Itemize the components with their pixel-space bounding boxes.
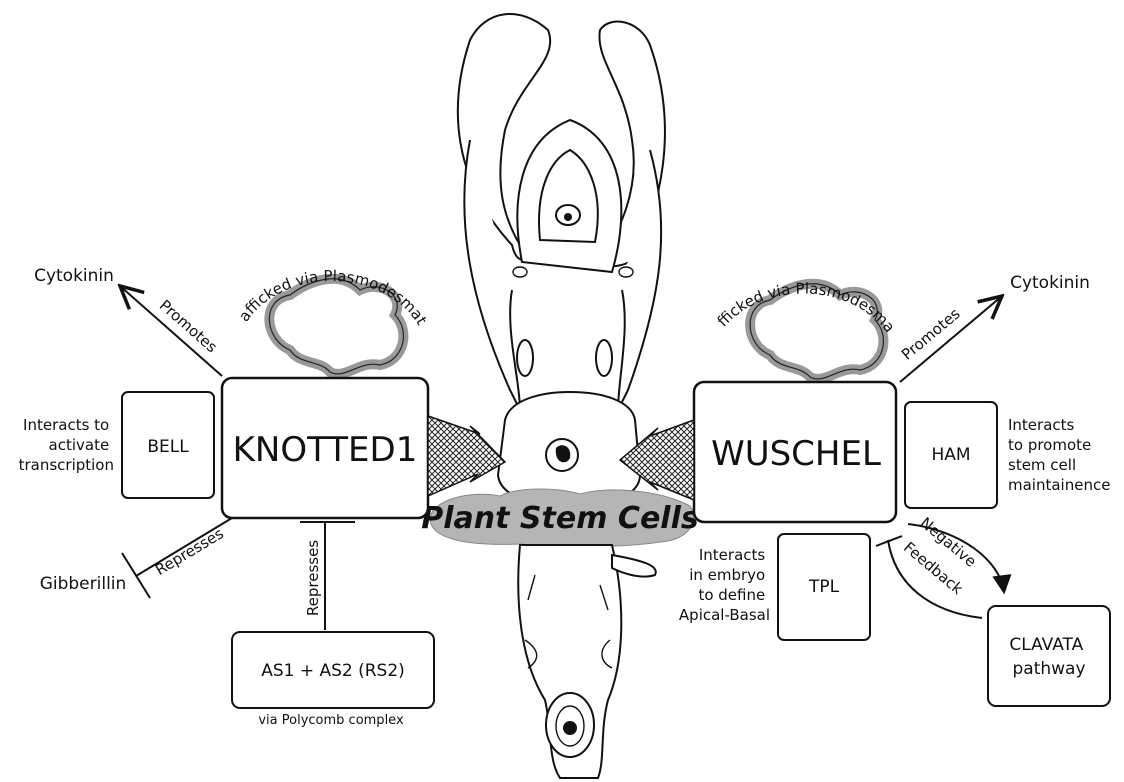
ham-note-line: to promote [1008, 436, 1091, 454]
as1-as2-label: AS1 + AS2 (RS2) [261, 661, 405, 681]
bell-note-line: transcription [19, 456, 114, 474]
plant-shoot-illustration [430, 14, 694, 778]
tpl-note-line: Apical-Basal [679, 606, 770, 624]
knotted1-label: KNOTTED1 [233, 430, 418, 470]
polycomb-note: via Polycomb complex [258, 713, 404, 728]
clavata-label-line: CLAVATA [1009, 635, 1083, 655]
clavata-box [988, 606, 1110, 706]
cytokinin-label-left: Cytokinin [34, 266, 114, 286]
tpl-note-line: in embryo [689, 566, 765, 584]
tpl-label: TPL [808, 577, 840, 597]
bell-label: BELL [147, 437, 189, 457]
ham-note-line: Interacts [1008, 416, 1075, 434]
diagram-title: Plant Stem Cells [421, 501, 698, 536]
trafficked-label-right: Trafficked via Plasmodesmata [0, 0, 899, 336]
tpl-note-line: to define [698, 586, 765, 604]
bell-note-line: Interacts to [23, 416, 109, 434]
hatched-arrow-left [428, 416, 505, 496]
wuschel-label: WUSCHEL [711, 434, 881, 474]
tpl-note: Interacts in embryo to define Apical-Bas… [679, 546, 770, 624]
bell-note-line: activate [49, 436, 110, 454]
gibberillin-label: Gibberillin [40, 574, 127, 594]
ham-note: Interacts to promote stem cell maintaine… [1008, 416, 1110, 494]
tpl-note-line: Interacts [699, 546, 766, 564]
ham-note-line: stem cell [1008, 456, 1076, 474]
clavata-label-line: pathway [1012, 659, 1085, 679]
represses-label-gibberillin: Represses [152, 524, 227, 579]
bell-note: Interacts to activate transcription [19, 416, 114, 474]
ham-note-line: maintainence [1008, 476, 1110, 494]
cytokinin-label-right: Cytokinin [1010, 273, 1090, 293]
ham-label: HAM [931, 445, 970, 465]
represses-label-as1: Represses [304, 540, 322, 616]
